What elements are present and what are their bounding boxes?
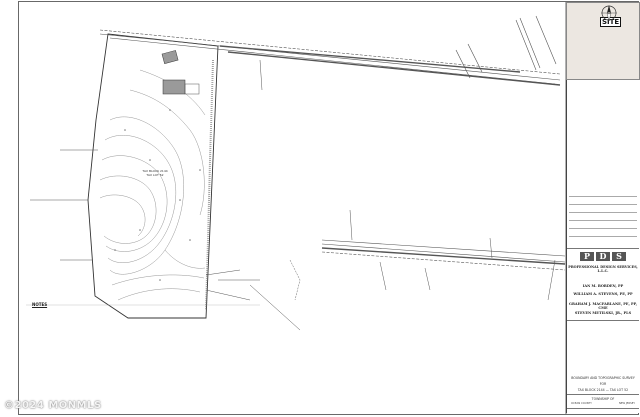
logo-letter: D [596,252,610,261]
building-rear [161,50,179,64]
project-title-1: BOUNDARY AND TOPOGRAPHIC SURVEY [571,376,635,380]
title-block: P D S PROFESSIONAL DESIGN SERVICES, L.L.… [566,80,639,413]
county-state-row: OCEAN COUNTY NEW JERSEY [571,402,635,405]
building-outline [184,83,200,95]
company-name: PROFESSIONAL DESIGN SERVICES, L.L.C. [568,265,638,273]
boundary-hatch [205,59,214,311]
engineer-1: IAN M. BORDEN, PP [582,284,624,288]
logo-letter: P [580,252,594,261]
north-arrow-icon [601,5,617,22]
buildings [161,50,200,95]
engineer-4: STEVEN METILSKI, JR., PLS [574,311,632,315]
notes-title: NOTES [32,302,48,307]
diagonal-lines [455,15,557,79]
township-label: TOWNSHIP OF [591,397,615,401]
company-logo: P D S [573,252,633,262]
logo-letter: S [612,252,626,261]
county-label: OCEAN COUNTY [571,402,592,405]
lot-label-line2: TAX LOT 52 [146,172,164,177]
site-label: SITE [600,17,622,27]
vertical-sheet-note [2,4,16,74]
contour-lines [99,69,206,301]
state-label: NEW JERSEY [618,402,635,405]
property-boundary [87,33,219,319]
adjoining-lot-lines [30,59,556,331]
lot-label-line1: TAX BLOCK 2144 [142,169,168,173]
upper-road [99,29,561,86]
engineer-2: WILLIAM A. STEVENS, PE, PP [573,292,633,296]
lower-road [321,239,566,271]
project-title-2: FOR [599,382,607,386]
tree-symbols [114,109,201,281]
centerline [289,259,301,301]
lot-label: TAX BLOCK 2144 TAX LOT 52 [130,169,180,177]
engineer-3: GRAHAM J. MACFARLANE, PE, PP, CME [568,302,638,310]
watermark: ©2024 MONMLS [4,400,102,411]
project-title-3: TAX BLOCK 2144 — TAX LOT 52 [577,388,629,392]
sheet-border [18,1,639,415]
locator-map: SITE [566,2,640,80]
building-main [162,79,186,95]
